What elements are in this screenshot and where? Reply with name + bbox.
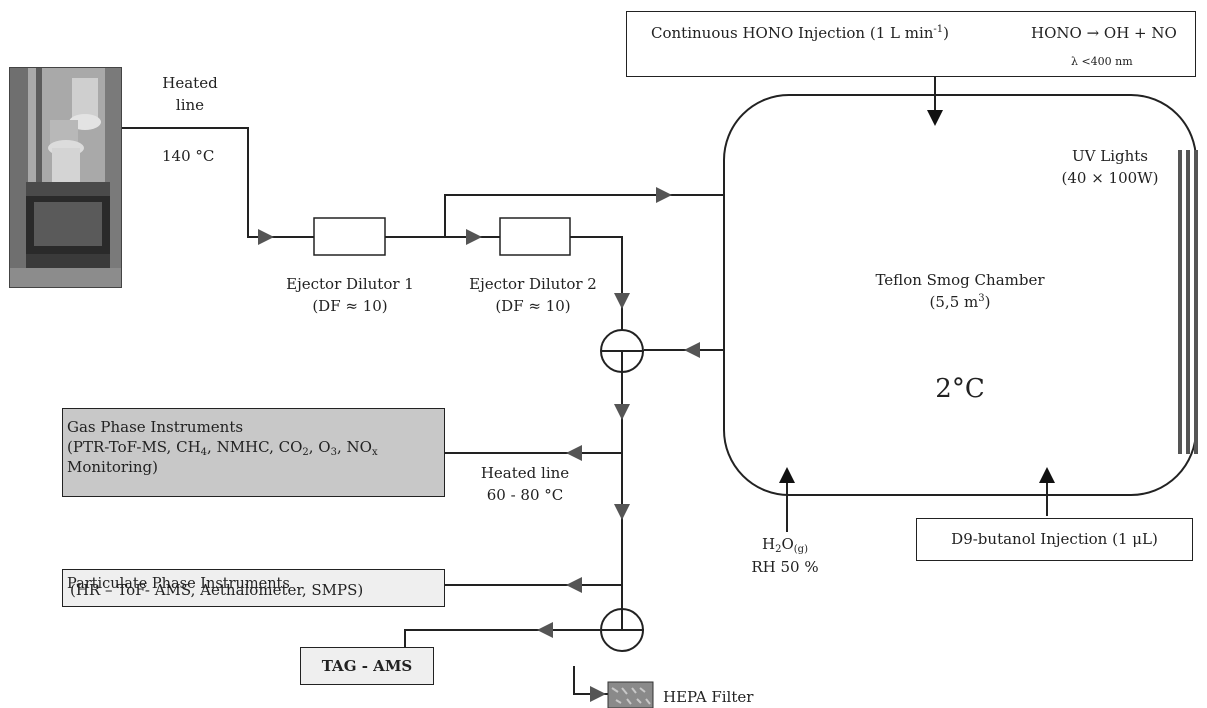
water-vapor-label: H2O(g) RH 50 % xyxy=(751,535,819,576)
valve-lower[interactable] xyxy=(600,608,644,652)
valve-upper[interactable] xyxy=(600,329,644,373)
flow-arrow-down-1 xyxy=(614,404,630,420)
hono-arrow-icon xyxy=(927,110,943,126)
wood-stove-photo xyxy=(9,67,122,288)
heated-line-1 xyxy=(122,127,314,238)
ejector-dilutor-2-label: Ejector Dilutor 2 (DF ≈ 10) xyxy=(469,275,597,315)
flow-arrow-into-dilutor-2 xyxy=(466,229,482,245)
butanol-injection-label: D9-butanol Injection (1 μL) xyxy=(951,530,1158,548)
flow-arrow-to-particulate xyxy=(566,577,582,593)
particulate-instruments-box: Particulate Phase Instruments xyxy=(62,569,445,607)
heated-line-label: Heated line xyxy=(162,74,218,114)
hono-wavelength: λ <400 nm xyxy=(1071,55,1133,68)
line-branch-to-chamber xyxy=(444,194,724,237)
butanol-injection-box: D9-butanol Injection (1 μL) xyxy=(916,518,1193,561)
particulate-title: Particulate Phase Instruments xyxy=(67,576,290,592)
uv-lights-label: UV Lights (40 × 100W) xyxy=(1061,147,1159,187)
tag-ams-label: TAG - AMS xyxy=(321,657,413,675)
flow-arrow-to-hepa xyxy=(590,686,606,702)
hepa-filter-icon xyxy=(607,681,654,708)
butanol-arrow-icon xyxy=(1039,467,1055,483)
flow-arrow-to-chamber xyxy=(656,187,672,203)
chamber-temperature: 2°C xyxy=(935,374,985,404)
flow-arrow-to-tag-ams xyxy=(537,622,553,638)
hono-injection-box: Continuous HONO Injection (1 L min-1) HO… xyxy=(626,11,1196,77)
hono-injection-label: Continuous HONO Injection (1 L min-1) xyxy=(651,24,950,42)
flow-arrow-to-gas-phase xyxy=(566,445,582,461)
water-arrow-icon xyxy=(779,467,795,483)
gas-phase-monitoring: Monitoring) xyxy=(67,458,158,476)
gas-phase-title: Gas Phase Instruments xyxy=(67,418,244,436)
hono-reaction: HONO → OH + NO xyxy=(1031,24,1177,42)
hepa-filter-label: HEPA Filter xyxy=(663,688,754,706)
uv-lamps xyxy=(1178,150,1198,454)
flow-arrow-down-to-valve xyxy=(614,293,630,309)
flow-arrow-chamber-to-valve xyxy=(684,342,700,358)
ejector-dilutor-1-box xyxy=(313,217,386,256)
gas-phase-list: (PTR-ToF-MS, CH4, NMHC, CO2, O3, NOx xyxy=(67,438,378,458)
chamber-label: Teflon Smog Chamber (5,5 m3) xyxy=(875,271,1045,311)
flow-arrow-into-dilutor-1 xyxy=(258,229,274,245)
heated-line-temperature: 140 °C xyxy=(162,147,215,165)
heated-line-2-label: Heated line 60 - 80 °C xyxy=(480,464,570,504)
tag-ams-box: TAG - AMS xyxy=(300,647,434,685)
line-to-tag-ams xyxy=(404,629,600,666)
ejector-dilutor-1-label: Ejector Dilutor 1 (DF ≈ 10) xyxy=(286,275,414,315)
gas-phase-instruments-box: Gas Phase Instruments (PTR-ToF-MS, CH4, … xyxy=(62,408,445,497)
flow-arrow-down-2 xyxy=(614,504,630,520)
particulate-list: (HR – ToF- AMS, Aethalometer, SMPS) xyxy=(70,581,364,599)
ejector-dilutor-2-box xyxy=(499,217,571,256)
